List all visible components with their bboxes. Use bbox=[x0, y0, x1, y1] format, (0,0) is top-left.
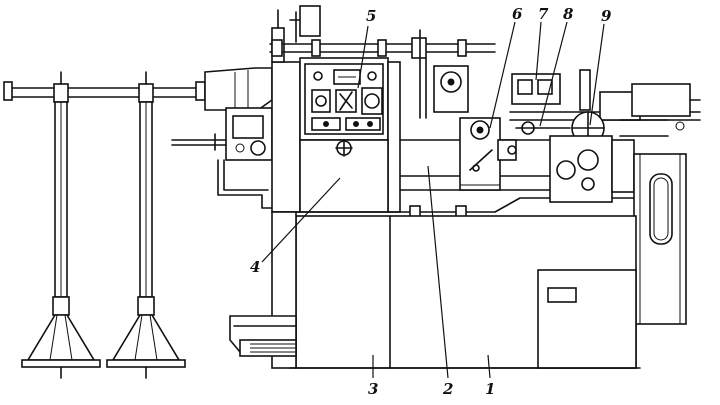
bar-support-stands bbox=[3, 71, 206, 379]
base-cabinet bbox=[229, 211, 641, 369]
control-panel bbox=[299, 57, 401, 213]
callout-6: 6 bbox=[512, 5, 523, 23]
callout-5: 5 bbox=[366, 7, 376, 25]
carriage bbox=[459, 117, 517, 191]
callout-8: 8 bbox=[563, 5, 574, 23]
callout-labels: 1 2 3 4 5 6 7 8 9 bbox=[250, 5, 612, 398]
right-housing bbox=[633, 153, 687, 325]
upper-rod bbox=[269, 29, 496, 119]
spindle-housing bbox=[171, 67, 273, 209]
headstock-column bbox=[271, 5, 321, 213]
callout-4: 4 bbox=[250, 258, 260, 276]
turret-unit bbox=[509, 69, 701, 203]
callout-7: 7 bbox=[538, 5, 549, 23]
callout-leaders bbox=[261, 21, 605, 379]
callout-1: 1 bbox=[485, 380, 495, 398]
callout-2: 2 bbox=[442, 380, 453, 398]
headstock-lower bbox=[299, 139, 389, 213]
callout-9: 9 bbox=[601, 7, 612, 25]
callout-3: 3 bbox=[368, 380, 378, 398]
